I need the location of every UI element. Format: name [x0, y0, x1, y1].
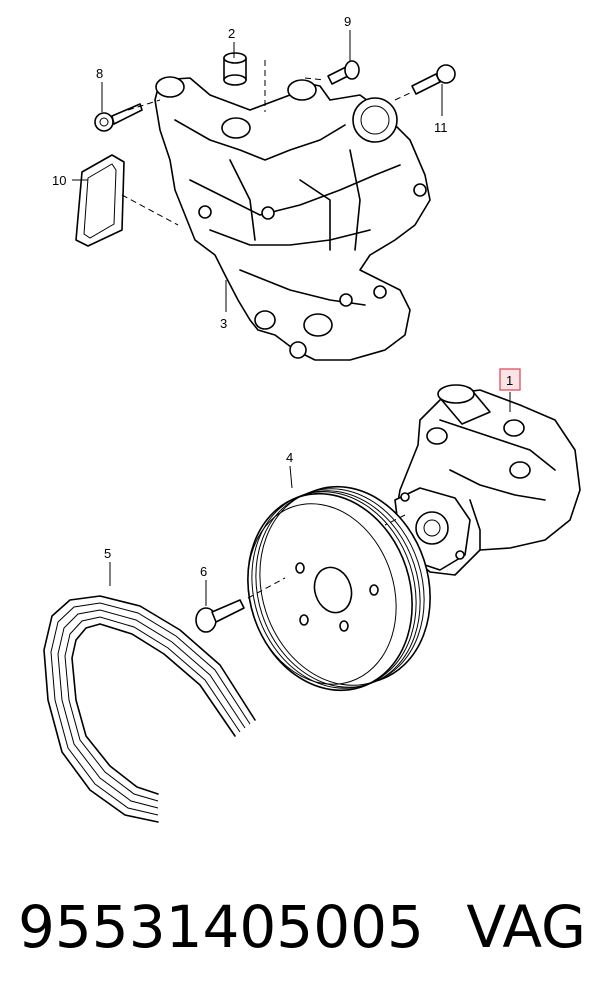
- callout-4[interactable]: 4: [286, 450, 293, 465]
- callout-5[interactable]: 5: [104, 546, 111, 561]
- callout-3[interactable]: 3: [220, 316, 227, 331]
- brand-label: VAG: [466, 893, 586, 961]
- callout-10[interactable]: 10: [52, 173, 66, 188]
- leader-lines: [72, 30, 511, 606]
- power-steering-pump-part-1: [394, 384, 581, 576]
- part-number: 95531405005: [18, 893, 424, 961]
- bolt-part-8: [94, 103, 143, 132]
- bracket-part-3: [154, 76, 431, 361]
- gasket-part-10: [75, 154, 125, 247]
- bolt-part-6: [195, 577, 286, 633]
- callout-8[interactable]: 8: [96, 66, 103, 81]
- parts-diagram: 2 9 8 11 10 3 1 4 5 6: [43, 14, 581, 823]
- callout-9[interactable]: 9: [344, 14, 351, 29]
- bolt-part-11: [411, 64, 456, 95]
- belt-part-5: [43, 595, 256, 823]
- assembly-lines-top: [121, 60, 411, 226]
- footer: 95531405005 VAG: [0, 872, 600, 982]
- callout-11[interactable]: 11: [434, 120, 448, 135]
- bolt-part-9: [327, 60, 360, 85]
- pulley-part-4: [247, 485, 431, 692]
- callout-2[interactable]: 2: [228, 26, 235, 41]
- callout-1[interactable]: 1: [506, 373, 513, 388]
- bushing-part-2: [223, 52, 247, 86]
- callout-6[interactable]: 6: [200, 564, 207, 579]
- callout-1-highlight[interactable]: 1: [499, 368, 521, 391]
